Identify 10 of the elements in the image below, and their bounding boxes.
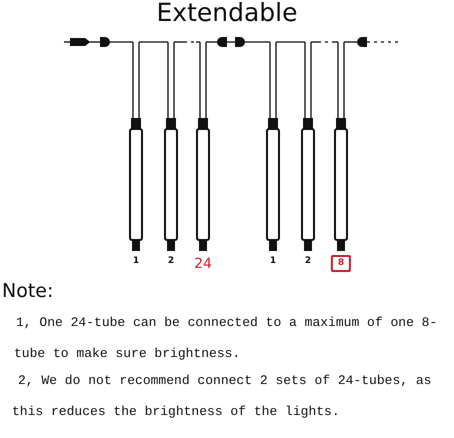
title: Extendable xyxy=(155,0,298,27)
tube-number: 1 xyxy=(132,256,140,267)
note-text: 2, We do not recommend connect 2 sets of 24-tubes, as this reduces the brightness of the lights. xyxy=(12,372,432,421)
tube-number: 24 xyxy=(194,256,212,273)
tube-number: 1 xyxy=(270,256,276,267)
note-heading: Note: xyxy=(2,280,54,302)
tube-count-badge: 8 xyxy=(330,255,352,272)
tube-number: 2 xyxy=(304,256,312,267)
note-text: 1, One 24-tube can be connected to a maximum of one 8-tube to make sure brightness. xyxy=(14,314,438,363)
tube-number: 2 xyxy=(168,256,174,267)
